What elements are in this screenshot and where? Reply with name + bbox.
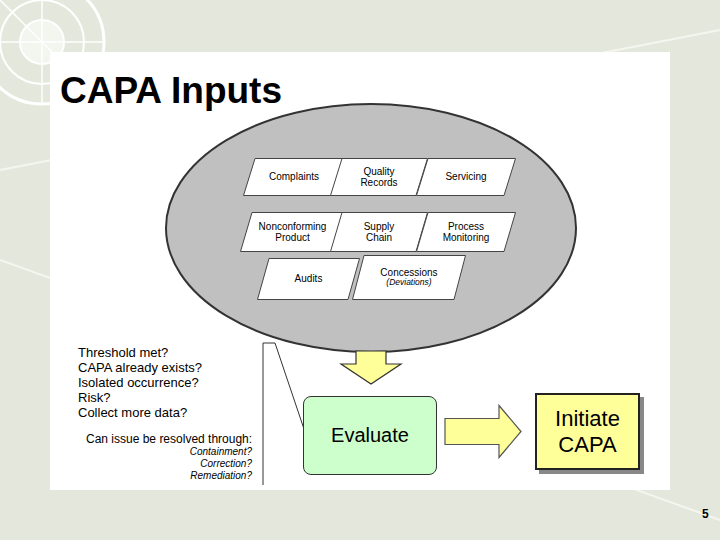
- input-source-box: Supply Chain: [330, 212, 428, 252]
- node-text: Evaluate: [331, 424, 409, 447]
- page-number: 5: [702, 507, 709, 521]
- input-ellipse: Complaints Quality Records ServicingNoncon…: [165, 103, 577, 353]
- input-source-box: Servicing: [416, 158, 516, 196]
- slide-title: CAPA Inputs: [60, 70, 282, 112]
- input-source-box: Audits: [257, 258, 360, 300]
- input-source-box: Quality Records: [330, 158, 428, 196]
- question-text: Collect more data?: [78, 405, 187, 420]
- input-source-box: Process Monitoring: [416, 212, 516, 252]
- leader-line: [275, 343, 305, 432]
- parallelogram-shape: [331, 159, 428, 196]
- initiate-box: Initiate CAPA: [535, 393, 640, 470]
- decor-spoke: [0, 41, 104, 43]
- decor-spoke: [41, 0, 43, 104]
- node-text: Concessions: [380, 267, 437, 279]
- question-text: CAPA already exists?: [78, 360, 202, 375]
- block-arrow: [341, 351, 401, 384]
- node-text: (Deviations): [386, 278, 431, 288]
- parallelogram-shape: [417, 159, 516, 196]
- input-source-box: Nonconforming Product: [240, 212, 345, 252]
- node-text: Supply Chain: [357, 221, 402, 244]
- parallelogram-shape: [241, 213, 345, 252]
- option-text: Remediation?: [190, 470, 252, 481]
- parallelogram-shape: [258, 259, 360, 300]
- parallelogram-shape: [331, 213, 428, 252]
- question-text: Can issue be resolved through:: [86, 432, 252, 446]
- option-text: Containment?: [190, 446, 252, 457]
- option-text: Correction?: [200, 458, 252, 469]
- input-source-box: Complaints: [243, 158, 345, 196]
- ellipse-shape: [166, 104, 576, 352]
- node-text: Process Monitoring: [436, 221, 496, 244]
- content-panel: [50, 52, 670, 490]
- node-text: Complaints: [269, 171, 319, 183]
- node-text: Audits: [295, 273, 323, 285]
- node-text: Quality Records: [354, 166, 404, 189]
- question-text: Isolated occurrence?: [78, 375, 199, 390]
- block-arrow: [445, 406, 521, 458]
- parallelogram-shape: [353, 256, 466, 300]
- parallelogram-shape: [417, 213, 516, 252]
- node-text: Nonconforming Product: [257, 221, 329, 244]
- question-text: Risk?: [78, 390, 111, 405]
- node-text: Servicing: [445, 171, 486, 183]
- node-text: Initiate CAPA: [537, 406, 638, 457]
- question-bracket: [263, 343, 275, 485]
- input-source-box: Concessions(Deviations): [352, 255, 466, 300]
- parallelogram-shape: [244, 159, 345, 196]
- question-text: Threshold met?: [78, 345, 168, 360]
- evaluate-box: Evaluate: [303, 396, 437, 475]
